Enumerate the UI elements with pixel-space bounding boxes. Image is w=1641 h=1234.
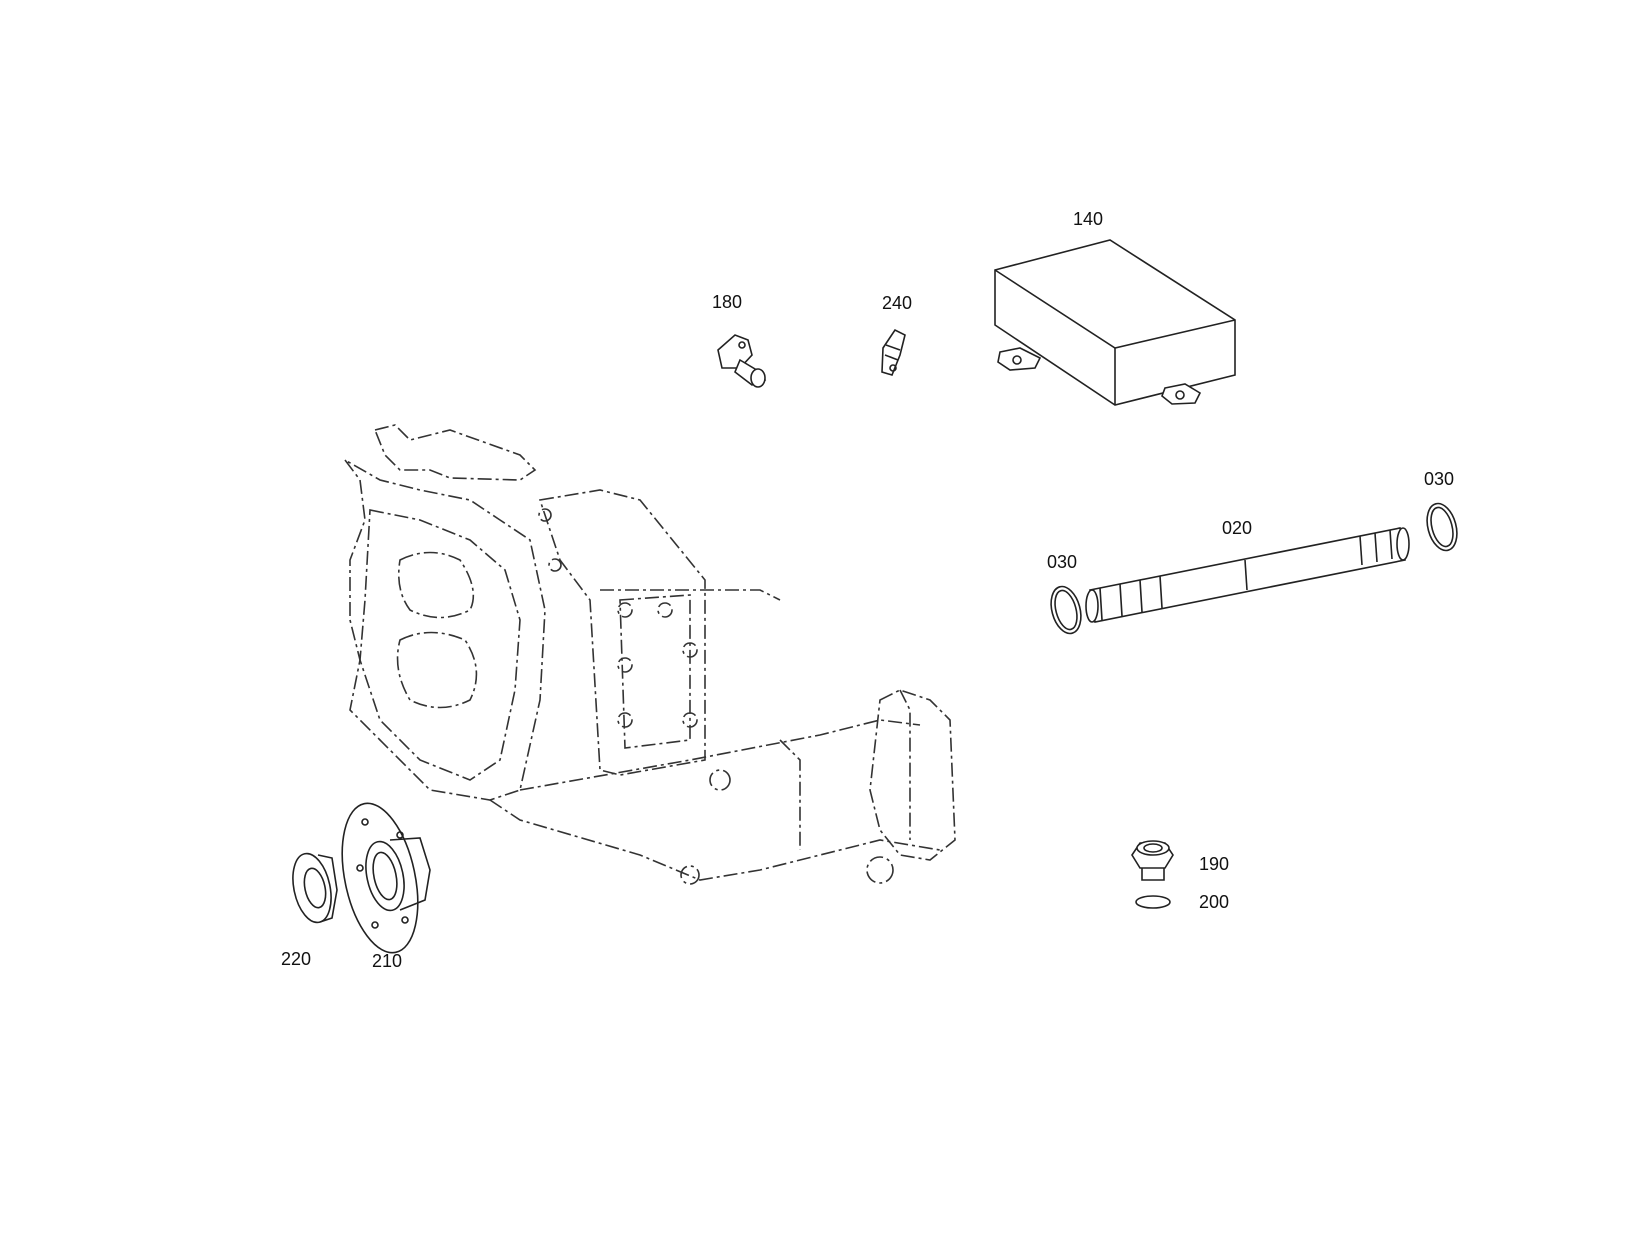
part-label-180: 180 bbox=[712, 292, 743, 312]
part-label-140: 140 bbox=[1073, 209, 1104, 229]
retaining-ring-left-drawing bbox=[1050, 585, 1082, 635]
output-shaft-drawing bbox=[1085, 527, 1410, 623]
control-unit-box-drawing bbox=[994, 239, 1236, 406]
slotted-nut-drawing bbox=[292, 852, 338, 924]
part-label-240: 240 bbox=[882, 293, 913, 313]
part-label-030-right: 030 bbox=[1424, 469, 1455, 489]
part-label-220: 220 bbox=[281, 949, 312, 969]
o-ring-drawing bbox=[1135, 895, 1171, 909]
part-label-210: 210 bbox=[372, 951, 403, 971]
screw-plug-drawing bbox=[1131, 840, 1174, 881]
part-label-200: 200 bbox=[1199, 892, 1230, 912]
temperature-sensor-drawing bbox=[881, 328, 906, 376]
part-label-030-left: 030 bbox=[1047, 552, 1078, 572]
part-label-190: 190 bbox=[1199, 854, 1230, 874]
output-flange-drawing bbox=[341, 802, 431, 954]
speed-sensor-drawing bbox=[717, 334, 767, 388]
retaining-ring-right-drawing bbox=[1426, 502, 1458, 552]
gearbox-housing-phantom bbox=[344, 424, 956, 885]
part-label-020: 020 bbox=[1222, 518, 1253, 538]
